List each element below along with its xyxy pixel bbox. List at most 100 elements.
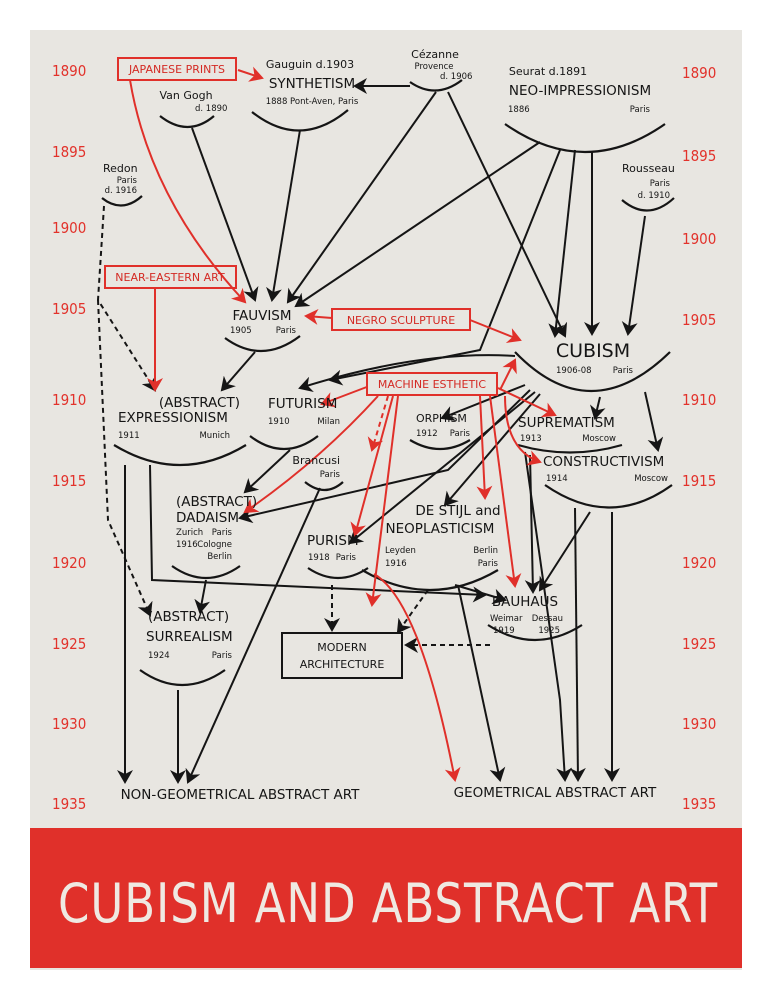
node-constructivism: CONSTRUCTIVISM 1914 Moscow [543, 454, 668, 484]
year-label: 1905 [52, 300, 86, 318]
year-label: 1920 [682, 554, 716, 572]
node-orphism: ORPHISM 1912 Paris [416, 412, 471, 439]
place-label: Paris [336, 553, 357, 563]
place-label: Paris [212, 528, 233, 538]
year-label: 1886 [508, 105, 530, 115]
place-label: Moscow [582, 434, 616, 444]
year-label: 1910 [52, 391, 86, 409]
year-label: 1914 [546, 474, 568, 484]
movement-name: FAUVISM [232, 308, 291, 324]
source-machine-esthetic: MACHINE ESTHETIC [366, 372, 498, 396]
place-label: Paris [478, 559, 499, 569]
year-label: 1905 [682, 311, 716, 329]
year-label: 1925 [538, 626, 560, 636]
movement-name: NEO-IMPRESSIONISM [509, 83, 651, 99]
box-label: MODERN [317, 641, 366, 654]
place-label: Paris [450, 429, 471, 439]
outcome-non-geometrical: NON-GEOMETRICAL ABSTRACT ART [121, 787, 361, 803]
year-label: 1935 [52, 795, 86, 813]
movement-name: SUPREMATISM [518, 415, 615, 431]
node-expressionism: (ABSTRACT) EXPRESSIONISM 1911 Munich [118, 395, 240, 441]
place-label: Berlin [207, 552, 232, 562]
year-label: 1905 [230, 326, 252, 336]
node-fauvism: FAUVISM 1905 Paris [230, 308, 297, 336]
year-label: 1895 [52, 143, 86, 161]
place-label: Leyden [385, 546, 416, 556]
movement-name: ORPHISM [416, 412, 467, 425]
movement-name: FUTURISM [268, 396, 337, 412]
red-influence-lines [129, 66, 557, 782]
place-label: Milan [317, 417, 340, 427]
year-axis-left: 1890 1895 1900 1905 1910 1915 1920 1925 … [52, 62, 86, 813]
year-label: 1910 [268, 417, 290, 427]
movement-name: CUBISM [556, 340, 630, 362]
year-label: 1910 [682, 391, 716, 409]
artist-label: Gauguin d.1903 [266, 58, 354, 71]
node-van-gogh: Van Gogh d. 1890 [159, 89, 227, 114]
place-label: Moscow [634, 474, 668, 484]
place-label: Zurich [176, 528, 203, 538]
movement-name: BAUHAUS [492, 594, 558, 610]
node-cubism: CUBISM 1906-08 Paris [556, 340, 634, 376]
year-label: 1916 [176, 540, 198, 550]
node-redon: Redon Paris d. 1916 [103, 162, 138, 196]
movement-prefix: (ABSTRACT) [176, 494, 257, 510]
movement-info: 1888 Pont-Aven, Paris [266, 97, 359, 107]
place-label: Dessau [532, 614, 563, 624]
node-cezanne: Cézanne Provence d. 1906 [411, 48, 472, 82]
place-label: Paris [212, 651, 233, 661]
node-modern-architecture: MODERN ARCHITECTURE [281, 632, 403, 679]
node-synthetism: Gauguin d.1903 SYNTHETISM 1888 Pont-Aven… [266, 58, 359, 107]
node-bauhaus: BAUHAUS Weimar Dessau 1919 1925 [490, 594, 563, 636]
year-label: 1920 [52, 554, 86, 572]
year-label: 1911 [118, 431, 140, 441]
year-label: 1913 [520, 434, 542, 444]
place-label: Provence [414, 62, 453, 72]
year-label: 1930 [52, 715, 86, 733]
year-label: 1890 [52, 62, 86, 80]
node-purism: PURISM 1918 Paris [307, 533, 359, 563]
artist-label: Cézanne [411, 48, 459, 61]
source-japanese-prints: JAPANESE PRINTS [117, 57, 237, 81]
artist-label: Rousseau [622, 162, 675, 175]
place-label: Cologne [197, 540, 232, 550]
year-label: 1915 [682, 472, 716, 490]
source-label: NEAR-EASTERN ART [115, 271, 225, 284]
box-label: ARCHITECTURE [300, 658, 385, 671]
year-label: 1895 [682, 147, 716, 165]
place-label: Weimar [490, 614, 523, 624]
place-label: Berlin [473, 546, 498, 556]
source-label: JAPANESE PRINTS [128, 63, 225, 76]
node-neo-impressionism: Seurat d.1891 NEO-IMPRESSIONISM 1886 Par… [508, 65, 651, 115]
artist-label: Redon [103, 162, 138, 175]
year-label: 1900 [52, 219, 86, 237]
artist-label: Van Gogh [159, 89, 212, 102]
year-label: 1924 [148, 651, 170, 661]
movement-name: SURREALISM [146, 629, 233, 645]
death-label: d. 1890 [195, 104, 227, 114]
node-surrealism: (ABSTRACT) SURREALISM 1924 Paris [146, 609, 233, 661]
influence-lines [96, 78, 664, 784]
node-futurism: FUTURISM 1910 Milan [268, 396, 340, 427]
year-label: 1912 [416, 429, 438, 439]
year-label: 1900 [682, 230, 716, 248]
node-rousseau: Rousseau Paris d. 1910 [622, 162, 675, 201]
movement-name: DE STIJL and [415, 503, 500, 519]
place-label: Paris [650, 179, 671, 189]
year-label: 1915 [52, 472, 86, 490]
year-axis-right: 1890 1895 1900 1905 1910 1915 1920 1925 … [682, 64, 716, 813]
place-label: Paris [320, 470, 341, 480]
source-label: NEGRO SCULPTURE [347, 314, 455, 327]
year-label: 1925 [682, 635, 716, 653]
node-suprematism: SUPREMATISM 1913 Moscow [518, 415, 616, 444]
movement-name: CONSTRUCTIVISM [543, 454, 664, 470]
movement-name: SYNTHETISM [269, 76, 355, 92]
year-label: 1890 [682, 64, 716, 82]
place-label: Paris [613, 366, 634, 376]
movement-name: NEOPLASTICISM [386, 521, 495, 537]
movement-name: PURISM [307, 533, 359, 549]
source-near-eastern-art: NEAR-EASTERN ART [104, 265, 237, 289]
node-brancusi: Brancusi Paris [292, 454, 340, 480]
movement-prefix: (ABSTRACT) [148, 609, 229, 625]
